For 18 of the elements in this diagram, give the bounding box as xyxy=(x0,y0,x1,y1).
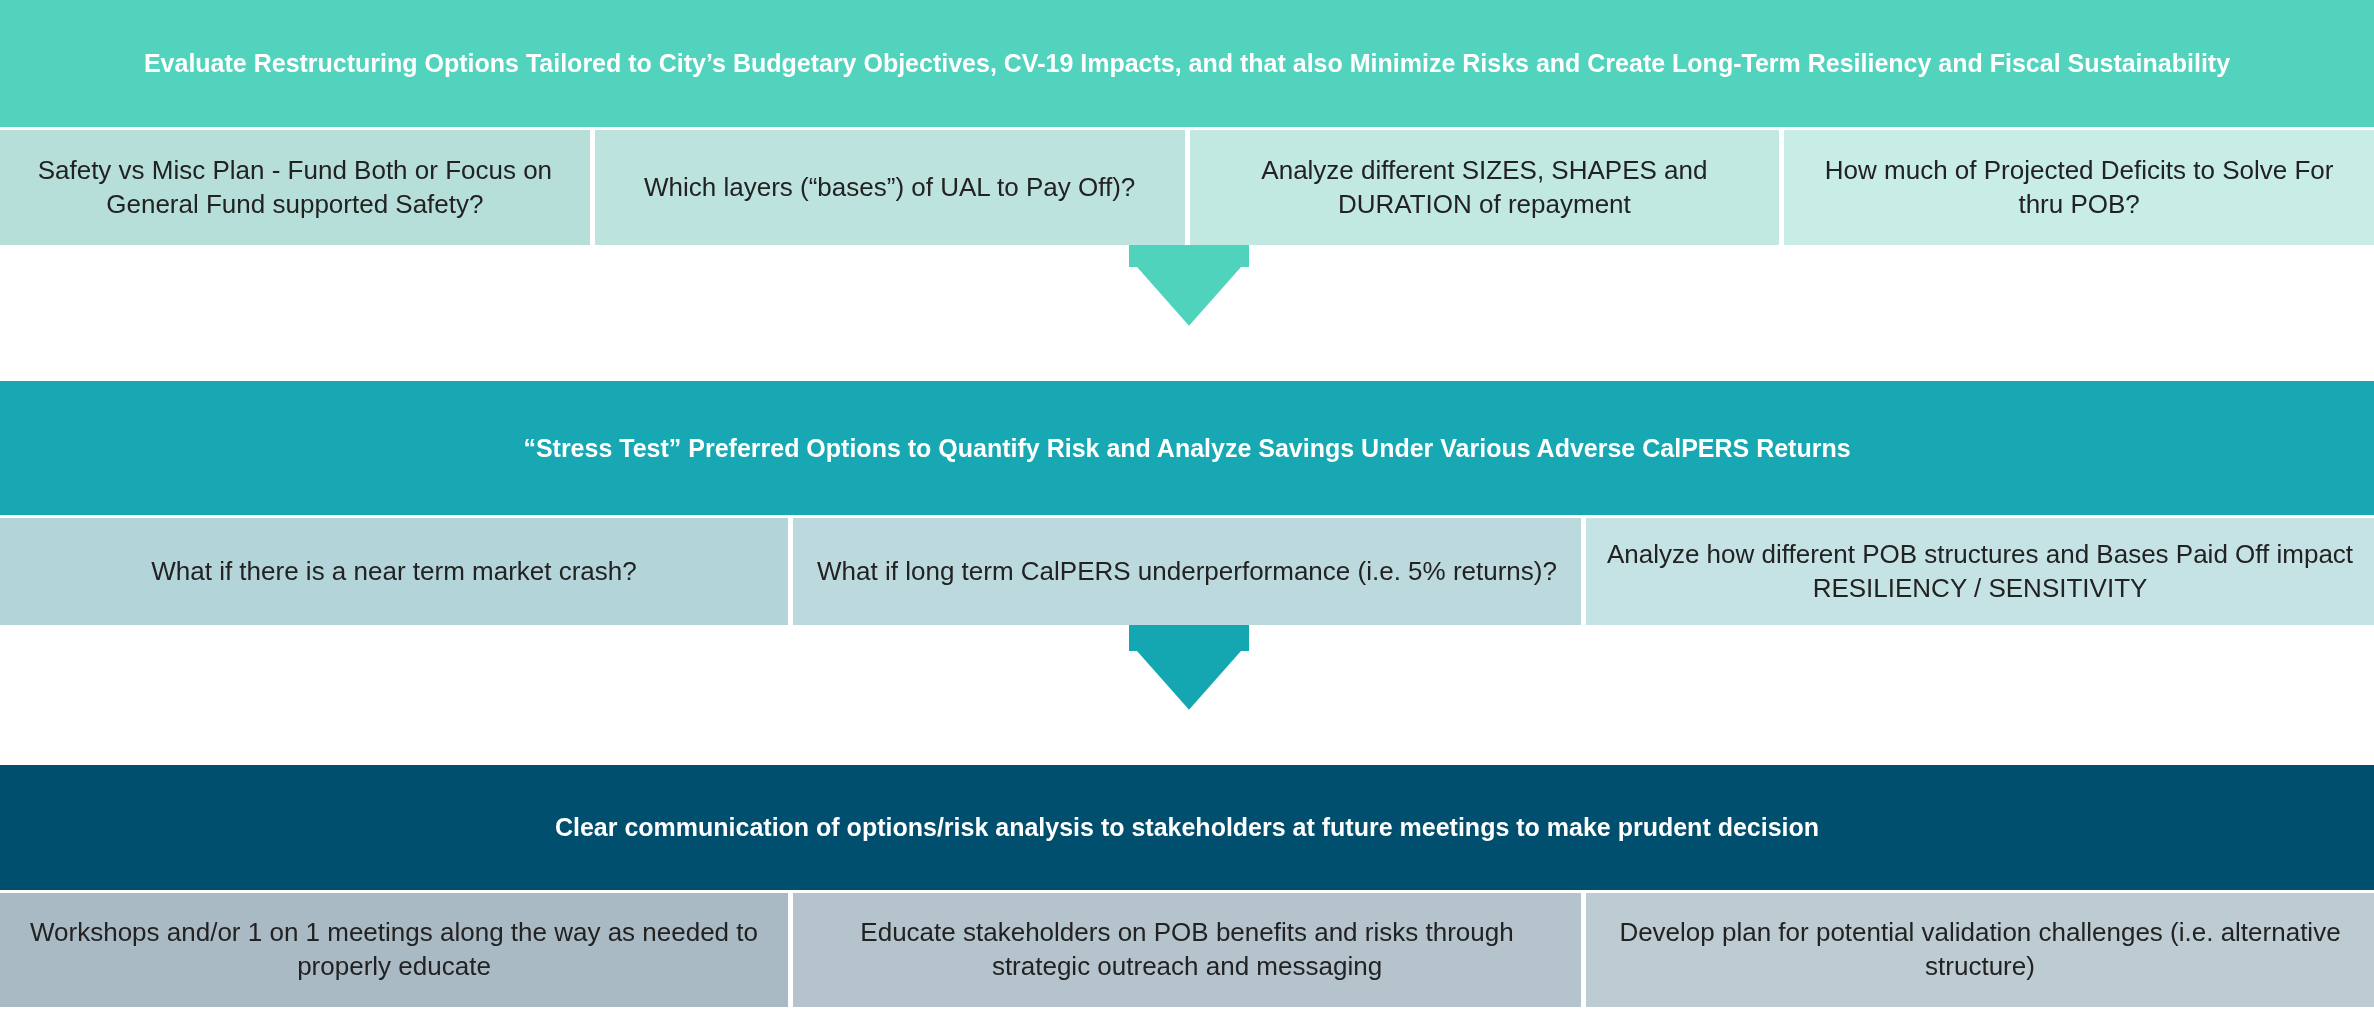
task-box: Analyze how different POB structures and Bases Paid Off impact RESILIENCY / SENSITIVITY xyxy=(1586,518,2374,625)
task-box: Workshops and/or 1 on 1 meetings along the way as needed to properly educate xyxy=(0,893,788,1007)
stage-heading: Clear communication of options/risk analysis to stakeholders at future meetings to make prudent decision xyxy=(554,812,1820,844)
stage-heading: “Stress Test” Preferred Options to Quantify Risk and Analyze Savings Under Various Adverse CalPERS Returns xyxy=(523,432,1851,464)
task-box: Develop plan for potential validation challenges (i.e. alternative structure) xyxy=(1586,893,2374,1007)
task-box: How much of Projected Deficits to Solve For thru POB? xyxy=(1784,130,2374,245)
task-box: What if there is a near term market crash? xyxy=(0,518,788,625)
down-arrow xyxy=(1129,245,1249,326)
task-box: Analyze different SIZES, SHAPES and DURATION of repayment xyxy=(1189,130,1780,245)
stage-band xyxy=(0,0,2374,245)
task-box: Which layers (“bases”) of UAL to Pay Off)? xyxy=(594,130,1185,245)
task-box: What if long term CalPERS underperformance (i.e. 5% returns)? xyxy=(793,518,1581,625)
task-box: Educate stakeholders on POB benefits and risks through strategic outreach and messaging xyxy=(793,893,1581,1007)
stage-heading: Evaluate Restructuring Options Tailored to City’s Budgetary Objectives, CV-19 Impacts, and that also Minimize Risks and Create Long-Term Resiliency and Fiscal Sustainability xyxy=(143,48,2231,80)
stage-band xyxy=(0,381,2374,625)
down-arrow xyxy=(1129,625,1249,710)
stage-band xyxy=(0,765,2374,1007)
task-box: Safety vs Misc Plan - Fund Both or Focus on General Fund supported Safety? xyxy=(0,130,590,245)
